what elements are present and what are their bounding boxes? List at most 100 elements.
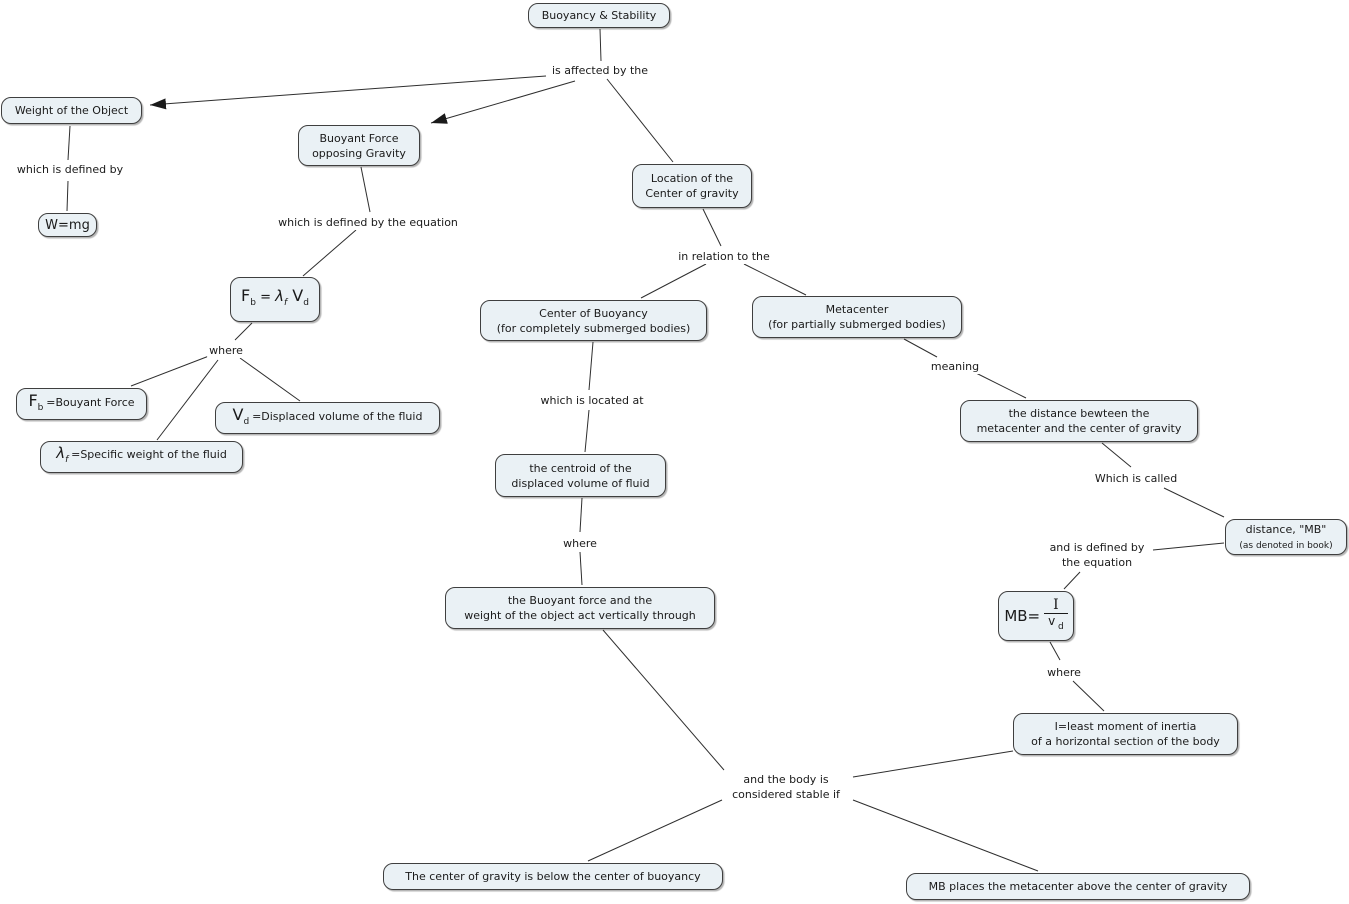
where-right-label-text: where: [1047, 666, 1081, 679]
connector-line: [852, 750, 1014, 778]
weight-object-box-text: Weight of the Object: [14, 104, 129, 117]
where-left-label[interactable]: where: [207, 343, 245, 358]
metacenter-box[interactable]: Metacenter (for partially submerged bodie…: [752, 296, 962, 338]
where-right-label[interactable]: where: [1045, 665, 1083, 680]
connector-line: [239, 357, 301, 402]
connector-line: [587, 799, 723, 862]
connector-line: [743, 263, 807, 296]
lambda-definition-box[interactable]: λf =Specific weight of the fluid: [40, 441, 243, 473]
metacenter-box-text: Metacenter: [825, 303, 889, 316]
buoyancy-stability-box[interactable]: Buoyancy & Stability: [528, 3, 670, 28]
connector-line: [1072, 680, 1105, 712]
connector-line: [602, 629, 725, 771]
connector-line: [702, 208, 722, 247]
w-mg-box[interactable]: W=mg: [38, 213, 97, 237]
in-relation-label[interactable]: in relation to the: [676, 249, 772, 264]
connector-line: [130, 355, 210, 387]
defined-by-equation-label-text: which is defined by the equation: [278, 216, 458, 229]
meaning-label-text: meaning: [930, 360, 980, 373]
connector-line: [579, 497, 583, 533]
buoyancy-stability-box-text: Buoyancy & Stability: [541, 9, 657, 22]
in-relation-label-text: in relation to the: [678, 250, 770, 263]
formula-segment: f: [65, 455, 72, 465]
defined-by-equation2-label-text: the equation: [1061, 556, 1133, 569]
connector-line: [640, 263, 707, 299]
which-is-defined-by-label[interactable]: which is defined by: [14, 162, 126, 177]
formula-segment: =: [255, 290, 276, 305]
formula-segment: F: [241, 286, 251, 305]
connector-line: [1152, 542, 1225, 551]
is-affected-by-label[interactable]: is affected by the: [549, 63, 651, 78]
connector-line: [234, 322, 253, 341]
w-mg-box-text: W=mg: [45, 217, 90, 233]
formula-segment: =Displaced volume of the fluid: [252, 409, 423, 423]
connector-line: [852, 799, 1039, 872]
connector-line: [579, 551, 583, 586]
connector-line: [67, 125, 71, 161]
lambda-definition-box-text: λf =Specific weight of the fluid: [56, 446, 227, 468]
meaning-label[interactable]: meaning: [928, 359, 982, 374]
center-buoyancy-box-text: (for completely submerged bodies): [496, 321, 691, 335]
fraction-numerator: I: [1053, 597, 1059, 613]
connector-line: [1049, 641, 1061, 661]
vd-definition-box[interactable]: Vd =Displaced volume of the fluid: [215, 402, 440, 434]
which-is-defined-by-label-text: which is defined by: [16, 163, 124, 176]
formula-segment: b: [250, 298, 256, 308]
connector-arrow: [149, 75, 547, 110]
where-middle-label[interactable]: where: [561, 536, 599, 551]
formula-segment: b: [37, 402, 47, 413]
cg-below-box[interactable]: The center of gravity is below the cente…: [383, 863, 723, 890]
formula-segment: f: [284, 298, 288, 308]
metacenter-box-text: (for partially submerged bodies): [768, 318, 946, 331]
connector-line: [1101, 442, 1132, 468]
location-cg-box-text: Location of the: [650, 172, 734, 185]
formula-segment: d: [303, 298, 309, 308]
connector-line: [975, 372, 1027, 399]
mb-above-box-text: MB places the metacenter above the cente…: [928, 880, 1228, 893]
centroid-box-text: displaced volume of fluid: [511, 476, 650, 490]
connector-line: [302, 229, 357, 277]
defined-by-equation-label[interactable]: which is defined by the equation: [276, 215, 460, 230]
formula-segment: =Bouyant Force: [46, 395, 135, 409]
connector-line: [1163, 487, 1225, 518]
inertia-definition-box-text: of a horizontal section of the body: [1031, 735, 1220, 748]
center-buoyancy-box[interactable]: Center of Buoyancy(for completely submer…: [480, 300, 707, 341]
buoyant-force-box-text: Buoyant Force: [319, 131, 399, 145]
stable-if-label-text: and the body is: [743, 773, 829, 786]
connector-arrow: [430, 80, 576, 124]
fb-equation-box[interactable]: Fb = λf Vd: [230, 277, 320, 322]
fb-equation-box-text: Fb = λf Vd: [241, 288, 309, 311]
distance-between-box-text: metacenter and the center of gravity: [976, 422, 1182, 435]
where-middle-label-text: where: [563, 537, 597, 550]
formula-segment: λ: [275, 287, 285, 305]
which-is-called-label[interactable]: Which is called: [1092, 471, 1180, 486]
which-is-called-label-text: Which is called: [1094, 472, 1178, 485]
formula-segment: (as denoted in book): [1239, 541, 1333, 551]
located-at-label-text: which is located at: [540, 394, 644, 407]
distance-mb-box[interactable]: distance, "MB" (as denoted in book): [1225, 519, 1347, 555]
centroid-box-text: the centroid of the: [529, 461, 632, 475]
connector-line: [584, 409, 590, 453]
located-at-label[interactable]: which is located at: [538, 393, 646, 408]
mb-above-box[interactable]: MB places the metacenter above the cente…: [906, 873, 1250, 900]
act-vertically-box-text: the Buoyant force and the: [507, 594, 653, 607]
distance-mb-box-text: distance, "MB": [1245, 523, 1327, 536]
fb-definition-box[interactable]: Fb =Bouyant Force: [16, 388, 147, 420]
center-buoyancy-box-text: Center of Buoyancy: [539, 306, 648, 320]
connector-line: [903, 338, 938, 358]
weight-object-box[interactable]: Weight of the Object: [1, 97, 142, 124]
formula-segment: F: [28, 390, 38, 410]
connector-line: [360, 166, 371, 213]
